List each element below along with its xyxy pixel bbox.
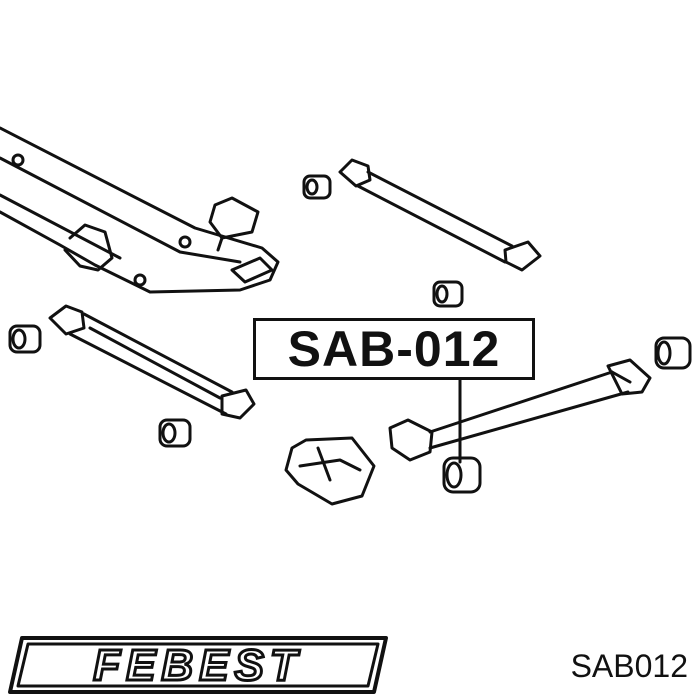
mounting-bracket <box>284 436 376 506</box>
bushing-5 <box>654 336 692 370</box>
upper-rear-arm <box>338 158 542 272</box>
part-callout-label: SAB-012 <box>287 321 501 377</box>
rear-crossmember <box>0 126 280 294</box>
bushing-3 <box>8 324 42 354</box>
part-callout-box: SAB-012 <box>253 318 535 380</box>
part-number: SAB012 <box>570 648 688 684</box>
brand-name: FEBEST <box>93 641 303 690</box>
bushing-4 <box>158 418 192 448</box>
febest-logo: FEBEST <box>8 636 388 694</box>
lower-left-arm <box>48 304 256 420</box>
bushing-sab-012 <box>442 456 482 494</box>
bushing-2 <box>432 280 464 308</box>
bushing-1 <box>302 174 332 200</box>
